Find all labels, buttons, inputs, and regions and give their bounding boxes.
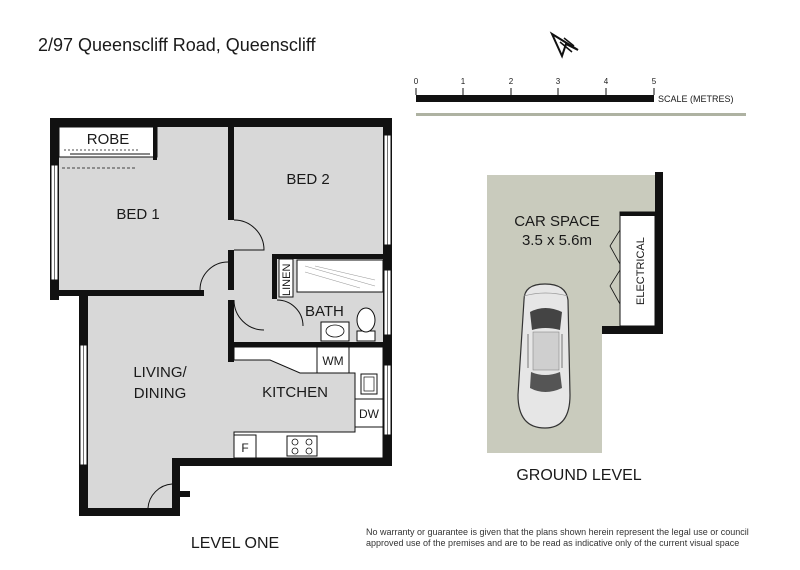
scale-tick-1: 1: [461, 77, 466, 86]
room-label-bath: BATH: [305, 303, 344, 320]
dishwasher: DW: [354, 398, 384, 428]
label-car-dims: 3.5 x 5.6m: [522, 232, 592, 249]
linen-cupboard: LINEN: [278, 258, 294, 298]
label-ground-level: GROUND LEVEL: [516, 467, 641, 484]
scale-tick-3: 3: [556, 77, 561, 86]
sink-icon: [360, 373, 378, 395]
room-label-bed1: BED 1: [116, 206, 159, 223]
robe: ROBE: [58, 126, 158, 160]
scale-bar: 0 1 2 3 4 5 SCALE (METRES): [414, 77, 746, 116]
room-label-living: LIVING/: [133, 364, 187, 381]
label-electrical: ELECTRICAL: [635, 237, 647, 305]
scale-label: SCALE (METRES): [658, 94, 734, 104]
basin-icon: [320, 321, 350, 342]
room-label-robe: ROBE: [87, 131, 130, 148]
room-label-bed2: BED 2: [286, 171, 329, 188]
disclaimer-line-1: No warranty or guarantee is given that t…: [366, 527, 749, 537]
label-dw: DW: [359, 407, 380, 421]
scale-tick-4: 4: [604, 77, 609, 86]
scale-tick-5: 5: [652, 77, 657, 86]
door-swings: [147, 219, 304, 509]
washing-machine: WM: [316, 346, 350, 374]
electrical-doors: [609, 229, 621, 305]
disclaimer-line-2: approved use of the premises and are to …: [366, 538, 739, 548]
room-label-linen: LINEN: [281, 264, 293, 296]
label-level-one: LEVEL ONE: [191, 535, 279, 552]
scale-tick-0: 0: [414, 77, 419, 86]
room-label-kitchen: KITCHEN: [262, 384, 328, 401]
fridge: F: [233, 434, 257, 459]
level-one-floor: [54, 124, 388, 512]
ground-level-plan: ELECTRICAL CAR SPACE 3.5 x 5.6m: [487, 172, 663, 453]
entry-arrow-icon: [172, 486, 190, 502]
label-car-space: CAR SPACE: [514, 213, 600, 230]
car-space-walls: [602, 172, 663, 334]
window-lines: [54, 135, 388, 465]
toilet-icon: [356, 307, 376, 342]
property-address: 2/97 Queenscliff Road, Queenscliff: [38, 35, 317, 55]
room-label-dining: DINING: [134, 385, 187, 402]
north-arrow-icon: [549, 31, 579, 59]
bathtub-icon: [296, 259, 384, 293]
interior-walls: [59, 124, 388, 362]
cooktop-icon: [286, 435, 318, 457]
scale-tick-2: 2: [509, 77, 514, 86]
level-one-plan: ROBE LINEN BATH: [50, 118, 392, 516]
electrical-cupboard: ELECTRICAL: [619, 211, 656, 327]
car-icon: [517, 283, 571, 429]
label-fridge: F: [241, 441, 248, 455]
label-wm: WM: [322, 354, 343, 368]
